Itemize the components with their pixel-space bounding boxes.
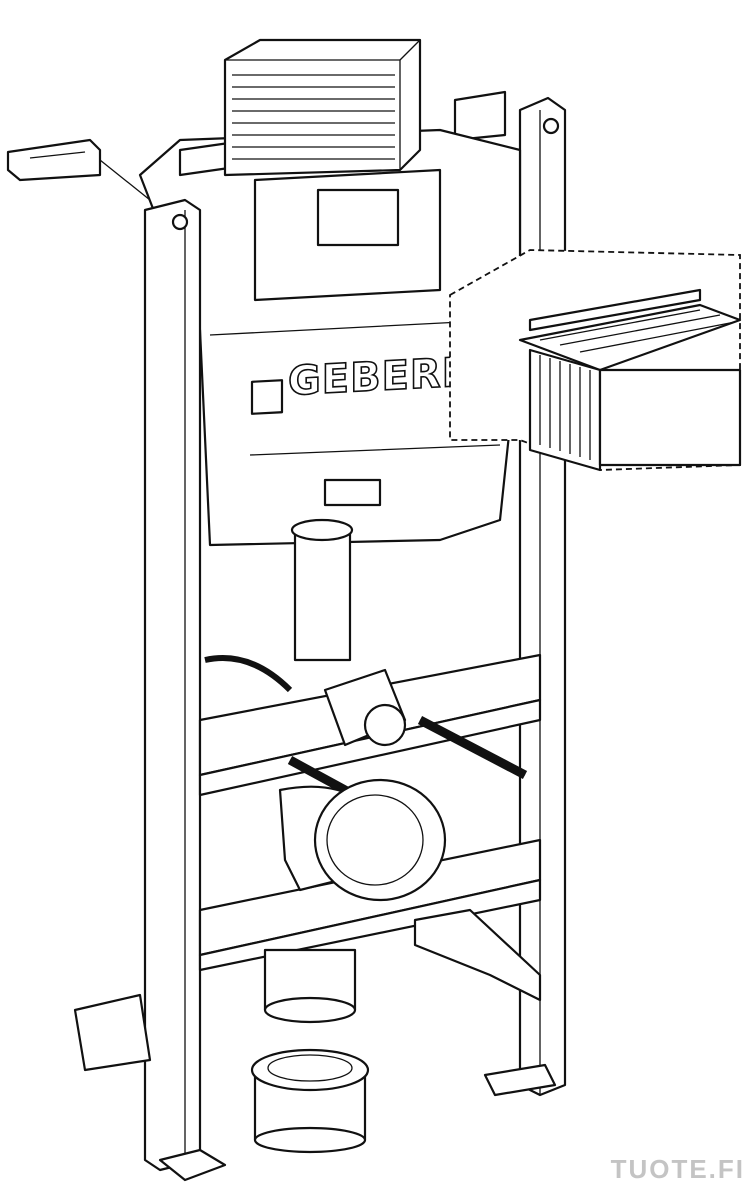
cistern-top-box [223,38,422,177]
flush-pipe [290,478,382,662]
left-foot [158,1148,227,1182]
right-foot-bracket [413,908,542,1002]
optional-accessory-box [449,249,742,472]
drain-pipe [263,948,357,1024]
left-frame-post [73,198,202,1172]
watermark: TUOTE.FI [610,1154,745,1184]
drain-elbow [278,778,447,902]
left-wall-bracket [6,138,151,201]
drain-cap [250,1048,370,1154]
